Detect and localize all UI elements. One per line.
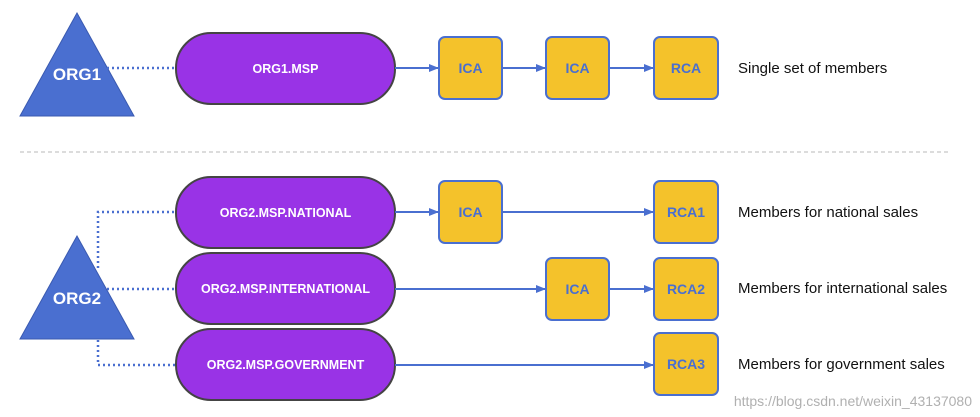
org2-triangle: [19, 234, 135, 340]
org1-triangle: [19, 11, 135, 117]
org2-group: ORG2 ORG2.MSP.NATIONAL ICA RCA1 Members …: [19, 176, 947, 401]
watermark-text: https://blog.csdn.net/weixin_43137080: [734, 393, 972, 409]
org2-national-ica-label: ICA: [458, 204, 482, 220]
org2-international-rca-label: RCA2: [667, 281, 705, 297]
org1-rca-box: [653, 36, 719, 100]
org1-rca-label: RCA: [671, 60, 701, 76]
org2-international-rca-box: [653, 257, 719, 321]
org2-connector-government: [96, 340, 176, 367]
org1-msp-label: ORG1.MSP: [253, 62, 319, 76]
org1-ica-label-2: ICA: [565, 60, 589, 76]
org1-description: Single set of members: [738, 60, 887, 77]
org2-government-label: ORG2.MSP.GOVERNMENT: [207, 358, 365, 372]
org2-international-ica-label: ICA: [565, 281, 589, 297]
org1-triangle-label: ORG1: [53, 65, 101, 84]
org2-national-description: Members for national sales: [738, 204, 918, 221]
org1-group: ORG1 ORG1.MSP ICA ICA RCA Single set of …: [19, 11, 887, 117]
org2-international-label: ORG2.MSP.INTERNATIONAL: [201, 282, 370, 296]
org2-government-description: Members for government sales: [738, 356, 945, 373]
org2-national-label: ORG2.MSP.NATIONAL: [220, 206, 352, 220]
org2-national-rca-box: [653, 180, 719, 244]
org2-national-rca-label: RCA1: [667, 204, 705, 220]
org2-international-description: Members for international sales: [738, 280, 947, 297]
org2-government-rca-label: RCA3: [667, 356, 705, 372]
org2-triangle-label: ORG2: [53, 289, 101, 308]
org1-ica-label-1: ICA: [458, 60, 482, 76]
org2-government-rca-box: [653, 332, 719, 396]
org2-connector-national: [96, 210, 176, 268]
